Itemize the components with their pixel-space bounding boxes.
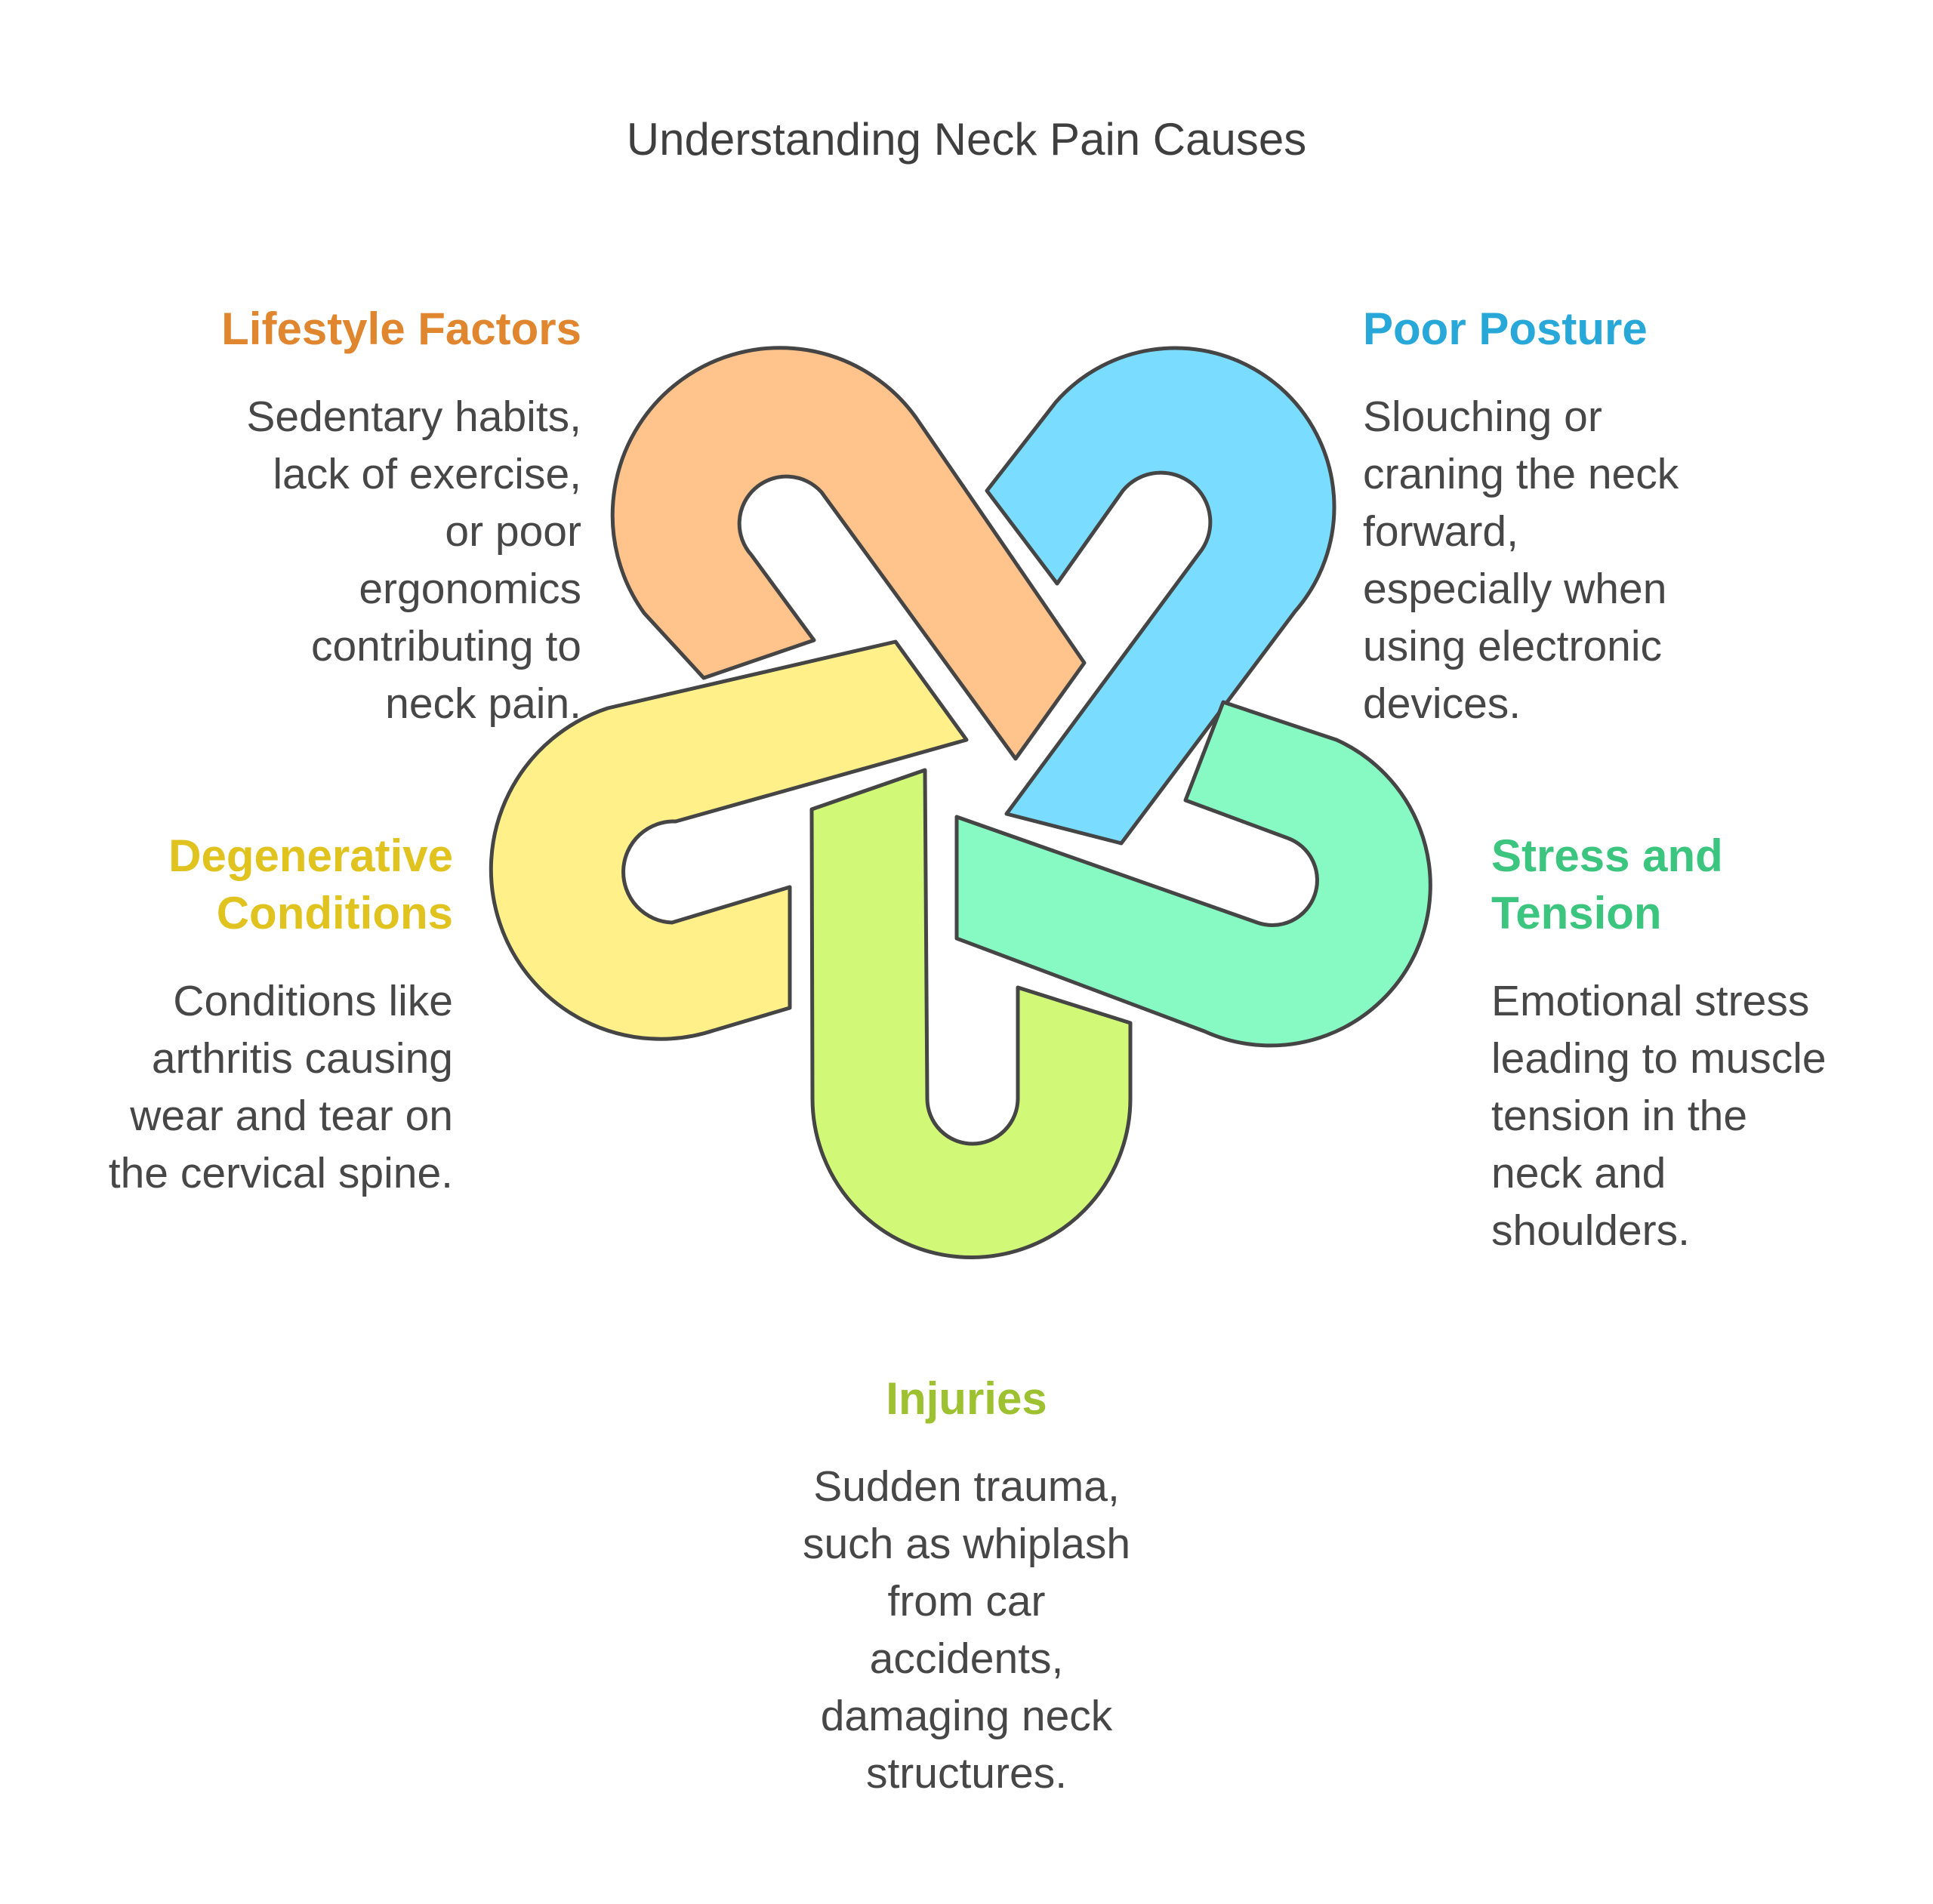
injuries-heading: Injuries	[886, 1373, 1047, 1424]
lifestyle-factors-loop	[610, 346, 1087, 761]
poor-posture-text: Slouching or craning the neck forward, e…	[1363, 393, 1679, 728]
diagram-title: Understanding Neck Pain Causes	[626, 114, 1307, 165]
degenerative-conditions-text: Conditions like arthritis causing wear a…	[108, 977, 453, 1197]
stress-tension-heading: Stress and Tension	[1491, 830, 1723, 938]
lifestyle-factors-text: Sedentary habits, lack of exercise, or p…	[246, 393, 581, 728]
poor-posture-block: Poor Posture Slouching or craning the ne…	[1363, 300, 1831, 732]
lifestyle-factors-block: Lifestyle Factors Sedentary habits, lack…	[121, 300, 581, 732]
injuries-loop	[809, 768, 1133, 1259]
lifestyle-factors-heading: Lifestyle Factors	[221, 303, 581, 354]
poor-posture-loop	[985, 346, 1336, 846]
stress-tension-block: Stress and Tension Emotional stress lead…	[1491, 827, 1899, 1259]
degenerative-conditions-block: Degenerative Conditions Conditions like …	[45, 827, 453, 1202]
stress-tension-text: Emotional stress leading to muscle tensi…	[1491, 977, 1827, 1255]
degenerative-conditions-heading: Degenerative Conditions	[168, 830, 453, 938]
injuries-text: Sudden trauma, such as whiplash from car…	[802, 1462, 1131, 1798]
stress-tension-loop	[954, 700, 1432, 1048]
degenerative-conditions-loop	[489, 639, 969, 1041]
poor-posture-heading: Poor Posture	[1363, 303, 1648, 354]
injuries-block: Injuries Sudden trauma, such as whiplash…	[740, 1370, 1193, 1802]
